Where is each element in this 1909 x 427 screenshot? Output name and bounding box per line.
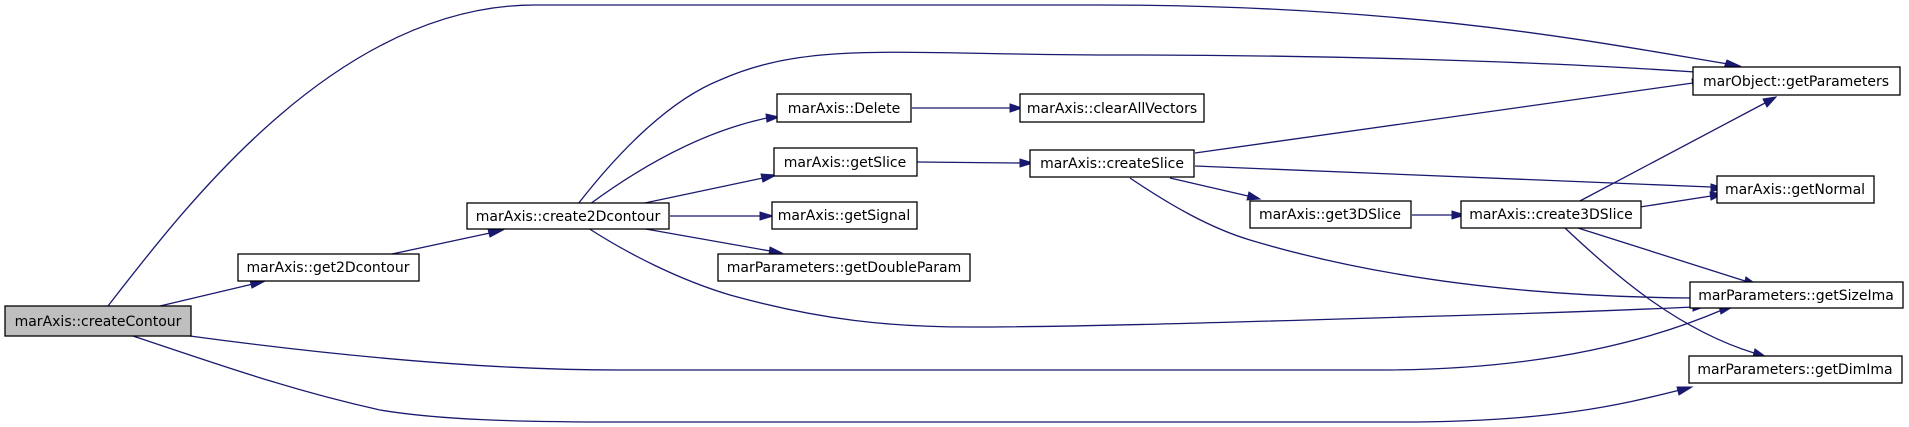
edge-create2Dcontour-getSignal xyxy=(670,211,775,221)
edge-create2Dcontour-getDoubleParam xyxy=(639,227,784,256)
node-label: marParameters::getSizeIma xyxy=(1698,288,1894,304)
node-label: marAxis::createContour xyxy=(15,314,182,330)
node-label: marAxis::create2Dcontour xyxy=(476,209,661,225)
node-getNormal[interactable]: marAxis::getNormal xyxy=(1716,175,1875,204)
node-createSlice[interactable]: marAxis::createSlice xyxy=(1029,149,1195,178)
node-getSizeIma[interactable]: marParameters::getSizeIma xyxy=(1689,281,1904,309)
node-label: marParameters::getDoubleParam xyxy=(727,260,962,276)
edge-Delete-clearAllVectors xyxy=(912,103,1024,113)
nodes: marAxis::createContour marAxis::get2Dcon… xyxy=(4,66,1904,384)
node-createContour[interactable]: marAxis::createContour xyxy=(4,305,192,337)
edge-create3DSlice-getParameters xyxy=(1577,96,1778,203)
edge-create3DSlice-getNormal xyxy=(1639,191,1725,208)
edge-get3DSlice-create3DSlice xyxy=(1412,210,1467,220)
node-label: marObject::getParameters xyxy=(1703,74,1889,90)
node-label: marAxis::getSlice xyxy=(784,155,906,171)
node-label: marAxis::getNormal xyxy=(1725,182,1865,198)
edge-createContour-getSizeIma xyxy=(189,305,1736,371)
node-label: marAxis::create3DSlice xyxy=(1469,207,1633,223)
node-label: marAxis::get3DSlice xyxy=(1259,207,1401,223)
node-label: marAxis::Delete xyxy=(788,101,900,117)
edge-create2Dcontour-Delete xyxy=(589,113,781,205)
node-get3DSlice[interactable]: marAxis::get3DSlice xyxy=(1249,200,1412,229)
node-clearAllVectors[interactable]: marAxis::clearAllVectors xyxy=(1019,93,1205,123)
node-getDoubleParam[interactable]: marParameters::getDoubleParam xyxy=(717,253,971,282)
edge-createContour-get2Dcontour xyxy=(159,279,267,307)
node-create3DSlice[interactable]: marAxis::create3DSlice xyxy=(1460,200,1642,229)
node-getDimIma[interactable]: marParameters::getDimIma xyxy=(1688,355,1903,384)
edge-createSlice-getParameters xyxy=(1194,78,1707,154)
node-label: marAxis::createSlice xyxy=(1040,156,1184,172)
node-get2Dcontour[interactable]: marAxis::get2Dcontour xyxy=(237,253,420,282)
node-label: marAxis::getSignal xyxy=(778,208,910,224)
node-getParameters[interactable]: marObject::getParameters xyxy=(1692,66,1901,96)
edge-createSlice-getSizeIma xyxy=(1129,177,1708,303)
node-getSignal[interactable]: marAxis::getSignal xyxy=(771,201,918,230)
edge-createSlice-getNormal xyxy=(1194,165,1725,193)
node-create2Dcontour[interactable]: marAxis::create2Dcontour xyxy=(466,202,670,230)
edge-get2Dcontour-create2Dcontour xyxy=(391,228,505,255)
node-Delete[interactable]: marAxis::Delete xyxy=(776,93,912,123)
edge-getSlice-createSlice xyxy=(916,158,1035,168)
edges xyxy=(107,4,1778,423)
node-label: marAxis::clearAllVectors xyxy=(1027,101,1197,117)
node-getSlice[interactable]: marAxis::getSlice xyxy=(773,147,918,177)
edge-create3DSlice-getDimIma xyxy=(1564,227,1768,358)
node-label: marParameters::getDimIma xyxy=(1697,362,1892,378)
edge-createSlice-get3DSlice xyxy=(1169,177,1262,201)
edge-create2Dcontour-getSlice xyxy=(639,173,778,205)
node-label: marAxis::get2Dcontour xyxy=(247,260,410,276)
edge-create3DSlice-getSizeIma xyxy=(1577,227,1759,286)
edge-createContour-getDimIma xyxy=(132,335,1694,423)
